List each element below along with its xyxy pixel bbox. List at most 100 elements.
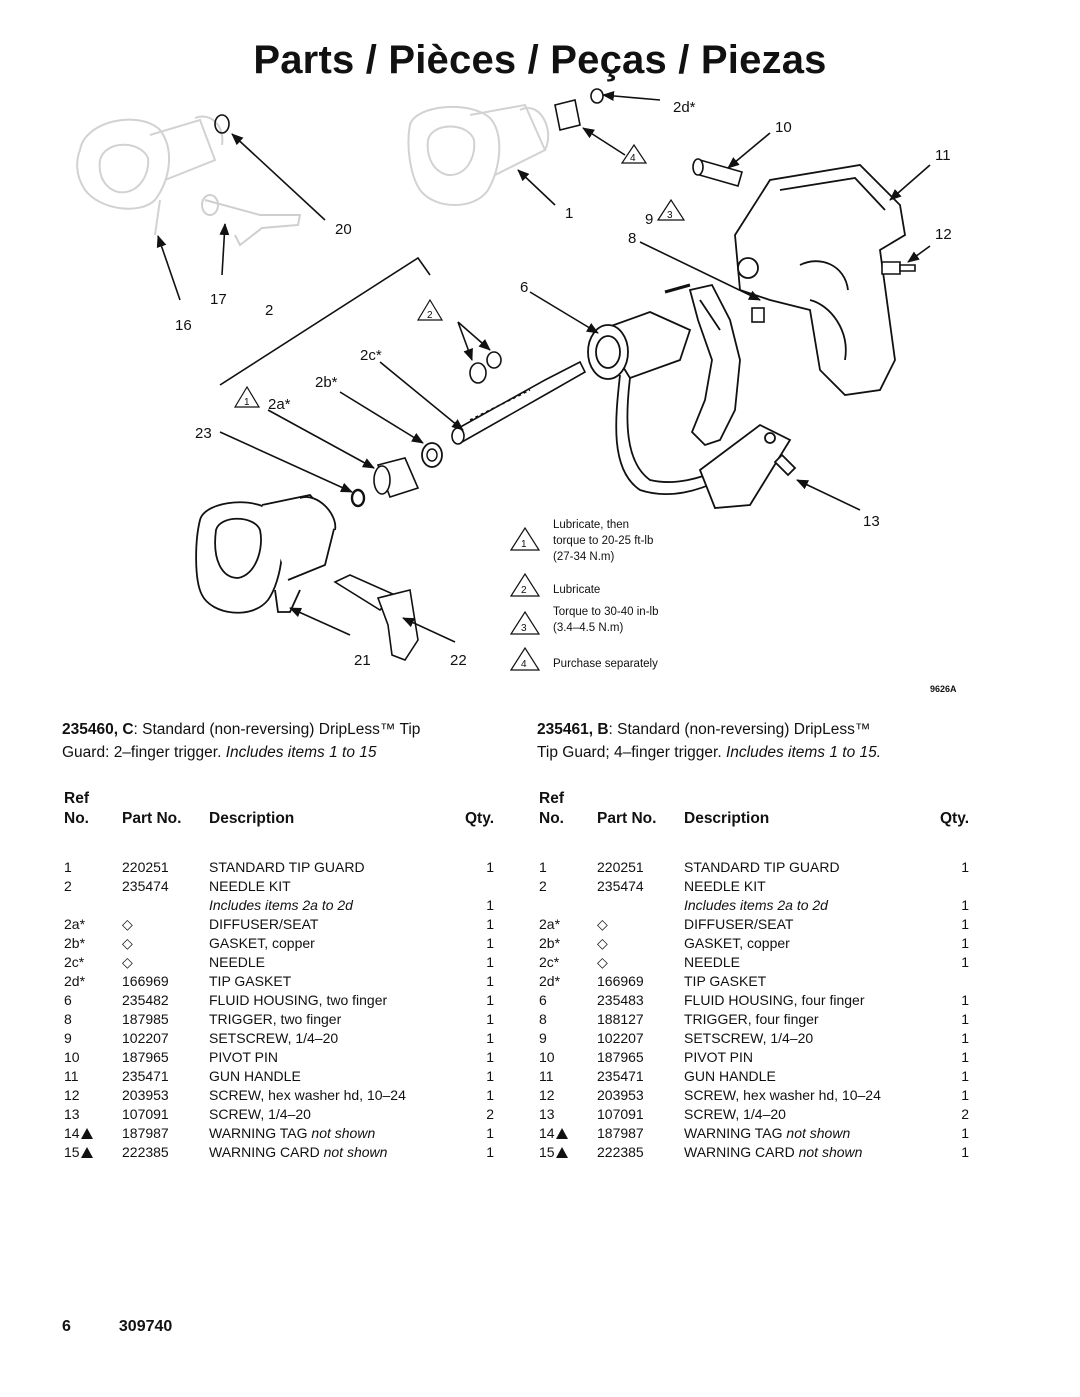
row-qty: 1 [961,935,969,951]
row-description: WARNING TAG not shown [209,1125,376,1141]
page-title: Parts / Pièces / Peças / Piezas [253,38,827,82]
note-1-line-1: Lubricate, then [553,519,629,531]
row-part-no: ◇ [597,954,608,970]
row-qty: 1 [486,992,494,1008]
row-ref: 8 [539,1011,547,1027]
row-qty: 1 [486,935,494,951]
row-part-no: 166969 [597,973,644,989]
row-description: STANDARD TIP GUARD [209,859,365,875]
row-part-no: 203953 [597,1087,644,1103]
fluid-fitting-13 [698,423,797,509]
header-ref: Ref [539,790,564,807]
gasket-2c-b [486,351,502,369]
row-part-no: 235474 [122,878,169,894]
row-ref: 14 [539,1124,568,1143]
callout-2d: 2d* [673,99,696,116]
row-description: TIP GASKET [209,973,292,989]
setscrew-9 [751,307,765,323]
page-number: 6 [62,1318,71,1335]
row-description: DIFFUSER/SEAT [209,916,319,932]
row-description: WARNING TAG not shown [684,1125,851,1141]
row-ref: 10 [64,1049,80,1065]
callout-21: 21 [354,652,371,669]
row-qty: 1 [486,897,494,913]
row-ref: 15 [539,1143,568,1162]
row-part-no: ◇ [122,954,133,970]
callout-2: 2 [265,302,273,319]
pin-small [664,283,691,294]
warning-triangle-icon [555,1147,568,1158]
row-description: FLUID HOUSING, four finger [684,992,865,1008]
callout-23: 23 [195,425,212,442]
row-qty: 1 [486,954,494,970]
row-description: TIP GASKET [684,973,767,989]
row-part-no: 235471 [597,1068,644,1084]
seal-23 [350,488,366,508]
row-part-no: 187987 [122,1125,169,1141]
row-description: SCREW, 1/4–20 [209,1106,311,1122]
notes-legend: 1 Lubricate, then torque to 20-25 ft-lb … [509,519,658,671]
warning-triangle-icon [555,1128,568,1139]
header-ref: Ref [64,790,89,807]
callout-10: 10 [775,119,792,136]
row-qty: 1 [486,1011,494,1027]
row-description: DIFFUSER/SEAT [684,916,794,932]
header-qty: Qty. [940,810,969,827]
note-1-line-3: (27-34 N.m) [553,551,615,563]
row-description: SETSCREW, 1/4–20 [209,1030,339,1046]
row-part-no: 102207 [597,1030,644,1046]
row-part-no: 187965 [122,1049,169,1065]
note-2-line-1: Lubricate [553,584,600,596]
row-description: SCREW, 1/4–20 [684,1106,786,1122]
row-description: GASKET, copper [684,935,790,951]
row-ref: 8 [64,1011,72,1027]
callout-13: 13 [863,513,880,530]
note-2-num: 2 [521,585,527,596]
tip-gasket-2d [590,88,604,104]
callout-2c: 2c* [360,347,382,364]
row-description: SETSCREW, 1/4–20 [684,1030,814,1046]
row-qty: 1 [961,992,969,1008]
callout-tri-2: 2 [427,310,433,321]
ghost-needle-upper [201,194,302,247]
kit-desc-a-left: : Standard (non-reversing) DripLess™ Tip [133,721,421,738]
row-qty: 1 [961,916,969,932]
row-part-no: ◇ [597,935,608,951]
row-description: NEEDLE KIT [209,878,291,894]
kit-desc-b-right: Tip Guard; 4–finger trigger. [537,744,726,761]
row-description: FLUID HOUSING, two finger [209,992,388,1008]
row-ref: 11 [539,1068,554,1084]
warning-triangle-icon [80,1128,93,1139]
row-ref: 6 [539,992,547,1008]
kit-number-right: 235461, B [537,721,609,738]
row-ref: 2a* [539,916,561,932]
callout-9: 9 [645,211,653,228]
diffuser-seat-2a [373,457,420,498]
row-ref: 1 [64,859,72,875]
callout-22: 22 [450,652,467,669]
exploded-parts-diagram: 2d* 10 11 4 1 9 3 8 12 20 17 2 16 6 2 2c… [76,88,957,694]
note-4-line-1: Purchase separately [553,658,658,670]
callout-20: 20 [335,221,352,238]
row-ref: 2b* [64,935,86,951]
note-1-num: 1 [521,539,527,550]
row-part-no: 166969 [122,973,169,989]
screw-12 [881,261,916,275]
callout-11: 11 [935,147,951,164]
row-ref: 10 [539,1049,555,1065]
row-qty: 1 [486,859,494,875]
row-part-no: 187985 [122,1011,169,1027]
row-description: TRIGGER, two finger [209,1011,342,1027]
figure-id: 9626A [930,684,957,694]
